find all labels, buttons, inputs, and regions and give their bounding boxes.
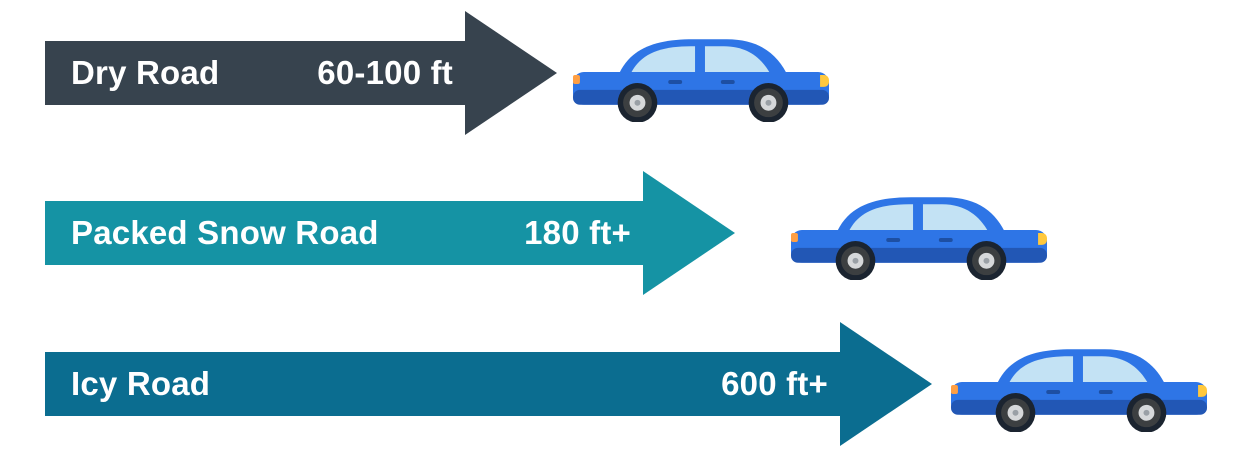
road-type-label: Dry Road bbox=[71, 54, 220, 91]
arrow-head-icon bbox=[840, 322, 932, 446]
arrow-head-icon bbox=[465, 11, 557, 135]
car-icon bbox=[790, 197, 1048, 280]
road-type-label: Icy Road bbox=[71, 365, 211, 402]
arrow-head-icon bbox=[643, 171, 735, 295]
distance-value: 60-100 ft bbox=[317, 54, 453, 91]
dry-road-arrow-body: Dry Road 60-100 ft bbox=[45, 41, 465, 105]
distance-value: 180 ft+ bbox=[524, 214, 631, 251]
distance-value: 600 ft+ bbox=[721, 365, 828, 402]
car-icon bbox=[950, 349, 1208, 432]
icy-road-arrow-body: Icy Road 600 ft+ bbox=[45, 352, 840, 416]
road-type-label: Packed Snow Road bbox=[71, 214, 379, 251]
car-icon bbox=[572, 39, 830, 122]
packed-snow-road-arrow-body: Packed Snow Road 180 ft+ bbox=[45, 201, 643, 265]
